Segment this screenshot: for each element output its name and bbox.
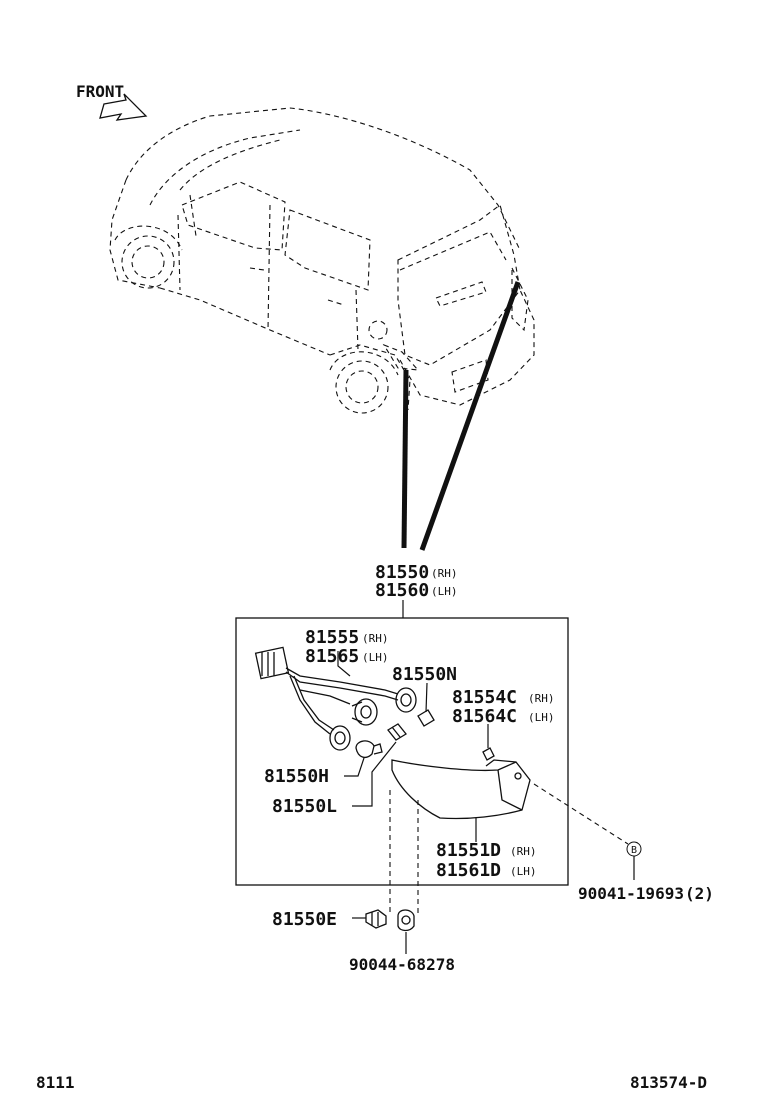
bulb-n-number: 81550N [392,664,457,685]
bulb-l-leader [352,741,397,807]
clip-e-number: 81550E [272,909,337,930]
harness-lh-tag: (LH) [362,651,389,664]
screw-ref-b-letter: B [631,845,637,856]
lens-lh-number: 81561D [436,860,501,881]
assembly-lh-number: 81560 [375,580,429,601]
bulb-n-leader [425,682,428,713]
vehicle-outline [109,107,535,414]
harness-rh-tag: (RH) [362,632,389,645]
bulb-h-leader [344,757,365,777]
gasket-lh-tag: (LH) [528,711,555,724]
nut-part-number: 90044-68278 [349,955,455,974]
lens-drawing [391,759,531,820]
clip-e-drawing [365,909,387,929]
bulb-l-drawing [387,723,407,741]
gasket-drawing [482,747,495,761]
bulb-h-number: 81550H [264,766,329,787]
gasket-lh-number: 81564C [452,706,517,727]
front-label: FRONT [76,82,124,101]
footer-right-code: 813574-D [630,1073,707,1092]
bulb-n-drawing [417,709,435,727]
assembly-lh-tag: (LH) [431,585,458,598]
pointer-lines [401,281,521,551]
assembly-rh-tag: (RH) [431,567,458,580]
assembly-box [235,617,569,886]
assembly-rh-number: 81550 [375,562,429,583]
bulb-h-drawing [355,740,383,759]
lens-rh-tag: (RH) [510,845,537,858]
harness-lh-number: 81565 [305,646,359,667]
footer-left-code: 8111 [36,1073,75,1092]
harness-leader [337,651,351,677]
front-arrow-icon [99,93,148,121]
screw-quantity: (2) [685,884,714,903]
gasket-rh-tag: (RH) [528,692,555,705]
screw-dashed-line [533,783,629,845]
nut-drawing [397,909,415,932]
wire-harness-drawing [254,646,417,751]
gasket-rh-number: 81554C [452,687,517,708]
harness-rh-number: 81555 [305,627,359,648]
lens-rh-number: 81551D [436,840,501,861]
screw-part-number: 90041-19693 [578,884,684,903]
bulb-l-number: 81550L [272,796,337,817]
lens-lh-tag: (LH) [510,865,537,878]
